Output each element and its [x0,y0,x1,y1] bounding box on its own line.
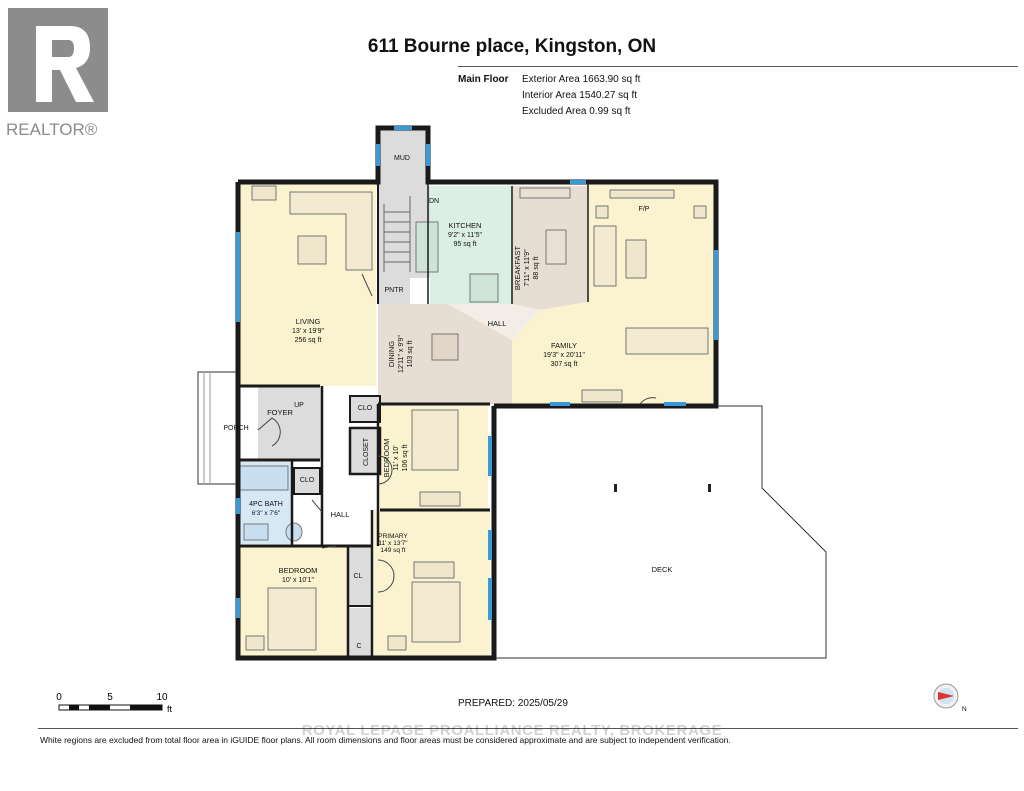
clo-bath-label: CLO [300,477,315,484]
prepared-date: PREPARED: 2025/05/29 [458,698,568,709]
foyer-label: FOYER [267,408,293,417]
floor-label: Main Floor [458,74,509,85]
clo-upper-label: CLO [358,405,373,412]
cl-label: CL [354,573,363,580]
kitchen-dim: 9'2" x 11'5" [448,232,482,239]
primary-label: PRIMARY [378,533,408,540]
dining-area: 103 sq ft [407,341,414,368]
stairs-treads [383,196,411,272]
rotated-labels: BREAKFAST 7'11" x 11'9" 88 sq ft DINING … [363,245,540,477]
realtor-logo-text: REALTOR® [6,120,98,138]
primary-area: 149 sq ft [381,547,406,554]
exterior-area: Exterior Area 1663.90 sq ft [522,74,641,85]
bath-dim: 6'3" x 7'6" [252,510,281,517]
porch-label: PORCH [223,425,248,432]
disclaimer-text: White regions are excluded from total fl… [40,735,731,745]
primary-dim: 11' x 13'7" [378,540,408,547]
dining-label: DINING [387,341,396,367]
realtor-logo: REALTOR® [6,6,116,139]
brokerage-watermark: ROYAL LEPAGE PROALLIANCE REALTY, BROKERA… [301,722,723,739]
closet [350,428,380,474]
compass-label: N [962,706,967,713]
hall-upper [410,304,540,340]
furniture [239,185,709,651]
bath-label: 4PC BATH [249,501,283,508]
scale-tick-5: 5 [107,692,113,703]
up-label: UP [294,402,304,409]
scale-tick-10: 10 [156,692,168,703]
bedroom-low-dim: 10' x 10'1" [282,577,315,584]
breakfast-dim: 7'11" x 11'9" [524,249,531,287]
breakfast-label: BREAKFAST [513,245,522,290]
walls [235,125,719,661]
doors [257,273,657,593]
deck [493,405,827,659]
family-label: FAMILY [551,341,577,350]
mud-label: MUD [394,155,410,162]
kitchen-area: 95 sq ft [454,241,477,248]
header-divider [458,66,1018,67]
scale-tick-0: 0 [56,692,62,703]
scale-bar: 0 5 10 ft [56,692,173,714]
fp-label: F/P [639,206,650,213]
foyer [258,386,322,460]
family-area: 307 sq ft [551,361,578,368]
dining-dim: 12'11" x 9'9" [398,335,405,373]
breakfast-area: 88 sq ft [533,256,540,279]
bedroom-mid-dim: 11' x 10' [393,445,400,470]
closet-label: CLOSET [363,437,370,466]
deck-label: DECK [652,565,673,574]
page-title: 611 Bourne place, Kingston, ON [367,36,657,57]
bedroom-mid-label: BEDROOM [382,439,391,478]
living-area: 256 sq ft [295,337,322,344]
bedroom-low-label: BEDROOM [279,566,318,575]
c-label: C [356,643,361,650]
kitchen-label: KITCHEN [449,221,482,230]
scale-unit: ft [167,704,173,714]
hall-lower-label: HALL [331,510,350,519]
windows [236,126,718,620]
pntr-label: PNTR [384,287,403,294]
living-label: LIVING [296,317,321,326]
pantry [378,278,410,304]
c-closet [348,608,372,656]
excluded-area: Excluded Area 0.99 sq ft [522,106,631,117]
dn-label: DN [429,198,439,205]
interior-area: Interior Area 1540.27 sq ft [522,90,638,101]
footer-divider [38,728,1018,729]
compass-icon: N [933,683,967,713]
bedroom-mid-area: 106 sq ft [402,445,409,472]
family-dim: 19'3" x 20'11" [543,352,585,359]
cl-closet [348,546,372,606]
living-dim: 13' x 19'9" [292,328,325,335]
clo-upper [350,396,380,422]
hall-upper-label: HALL [488,319,507,328]
mud-room [376,130,428,186]
area-summary: Main Floor Exterior Area 1663.90 sq ft In… [458,72,640,120]
room-labels: MUD DN KITCHEN 9'2" x 11'5" 95 sq ft F/P… [223,155,672,650]
clo-bath [294,468,320,494]
